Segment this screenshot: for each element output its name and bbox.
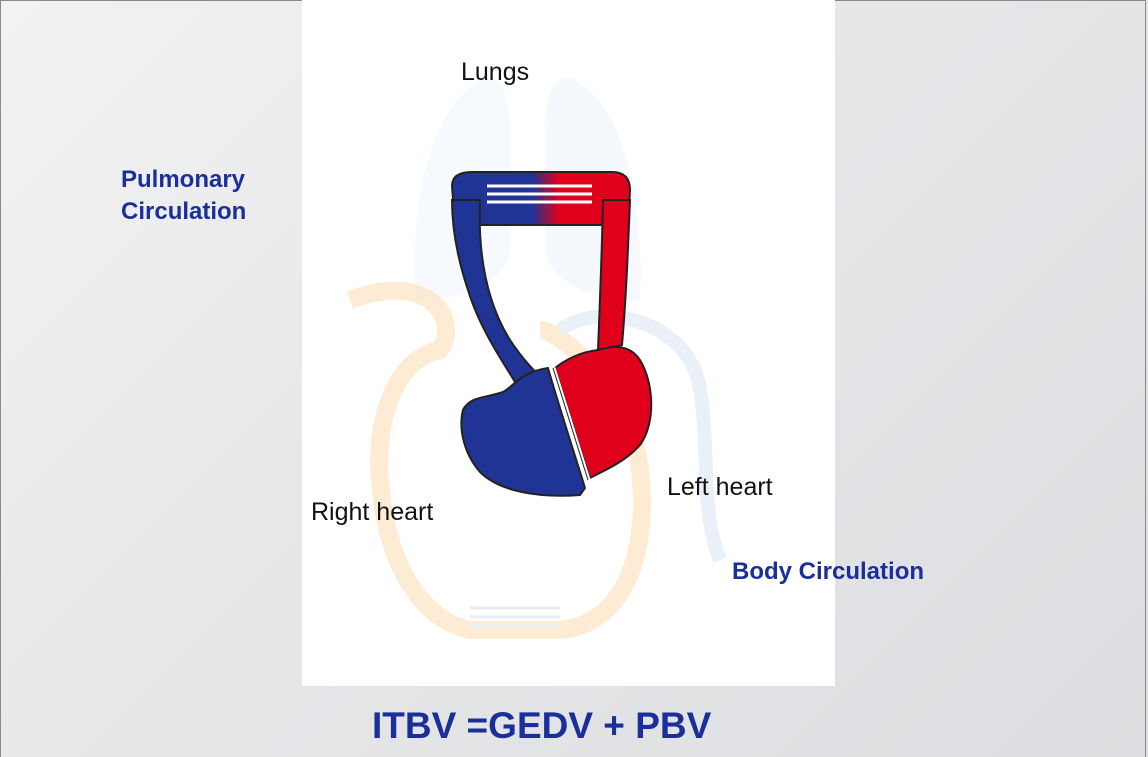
pulmonary-circulation-label: Pulmonary Circulation (121, 164, 246, 228)
lungs-label: Lungs (461, 58, 529, 87)
pulmonary-vein-red (598, 200, 630, 350)
itbv-formula: ITBV =GEDV + PBV (372, 705, 711, 747)
left-heart-label: Left heart (667, 473, 773, 502)
pulmonary-label-line2: Circulation (121, 196, 246, 228)
right-heart-label: Right heart (311, 498, 433, 527)
pulmonary-label-line1: Pulmonary (121, 164, 246, 196)
body-circulation-label: Body Circulation (732, 556, 924, 588)
